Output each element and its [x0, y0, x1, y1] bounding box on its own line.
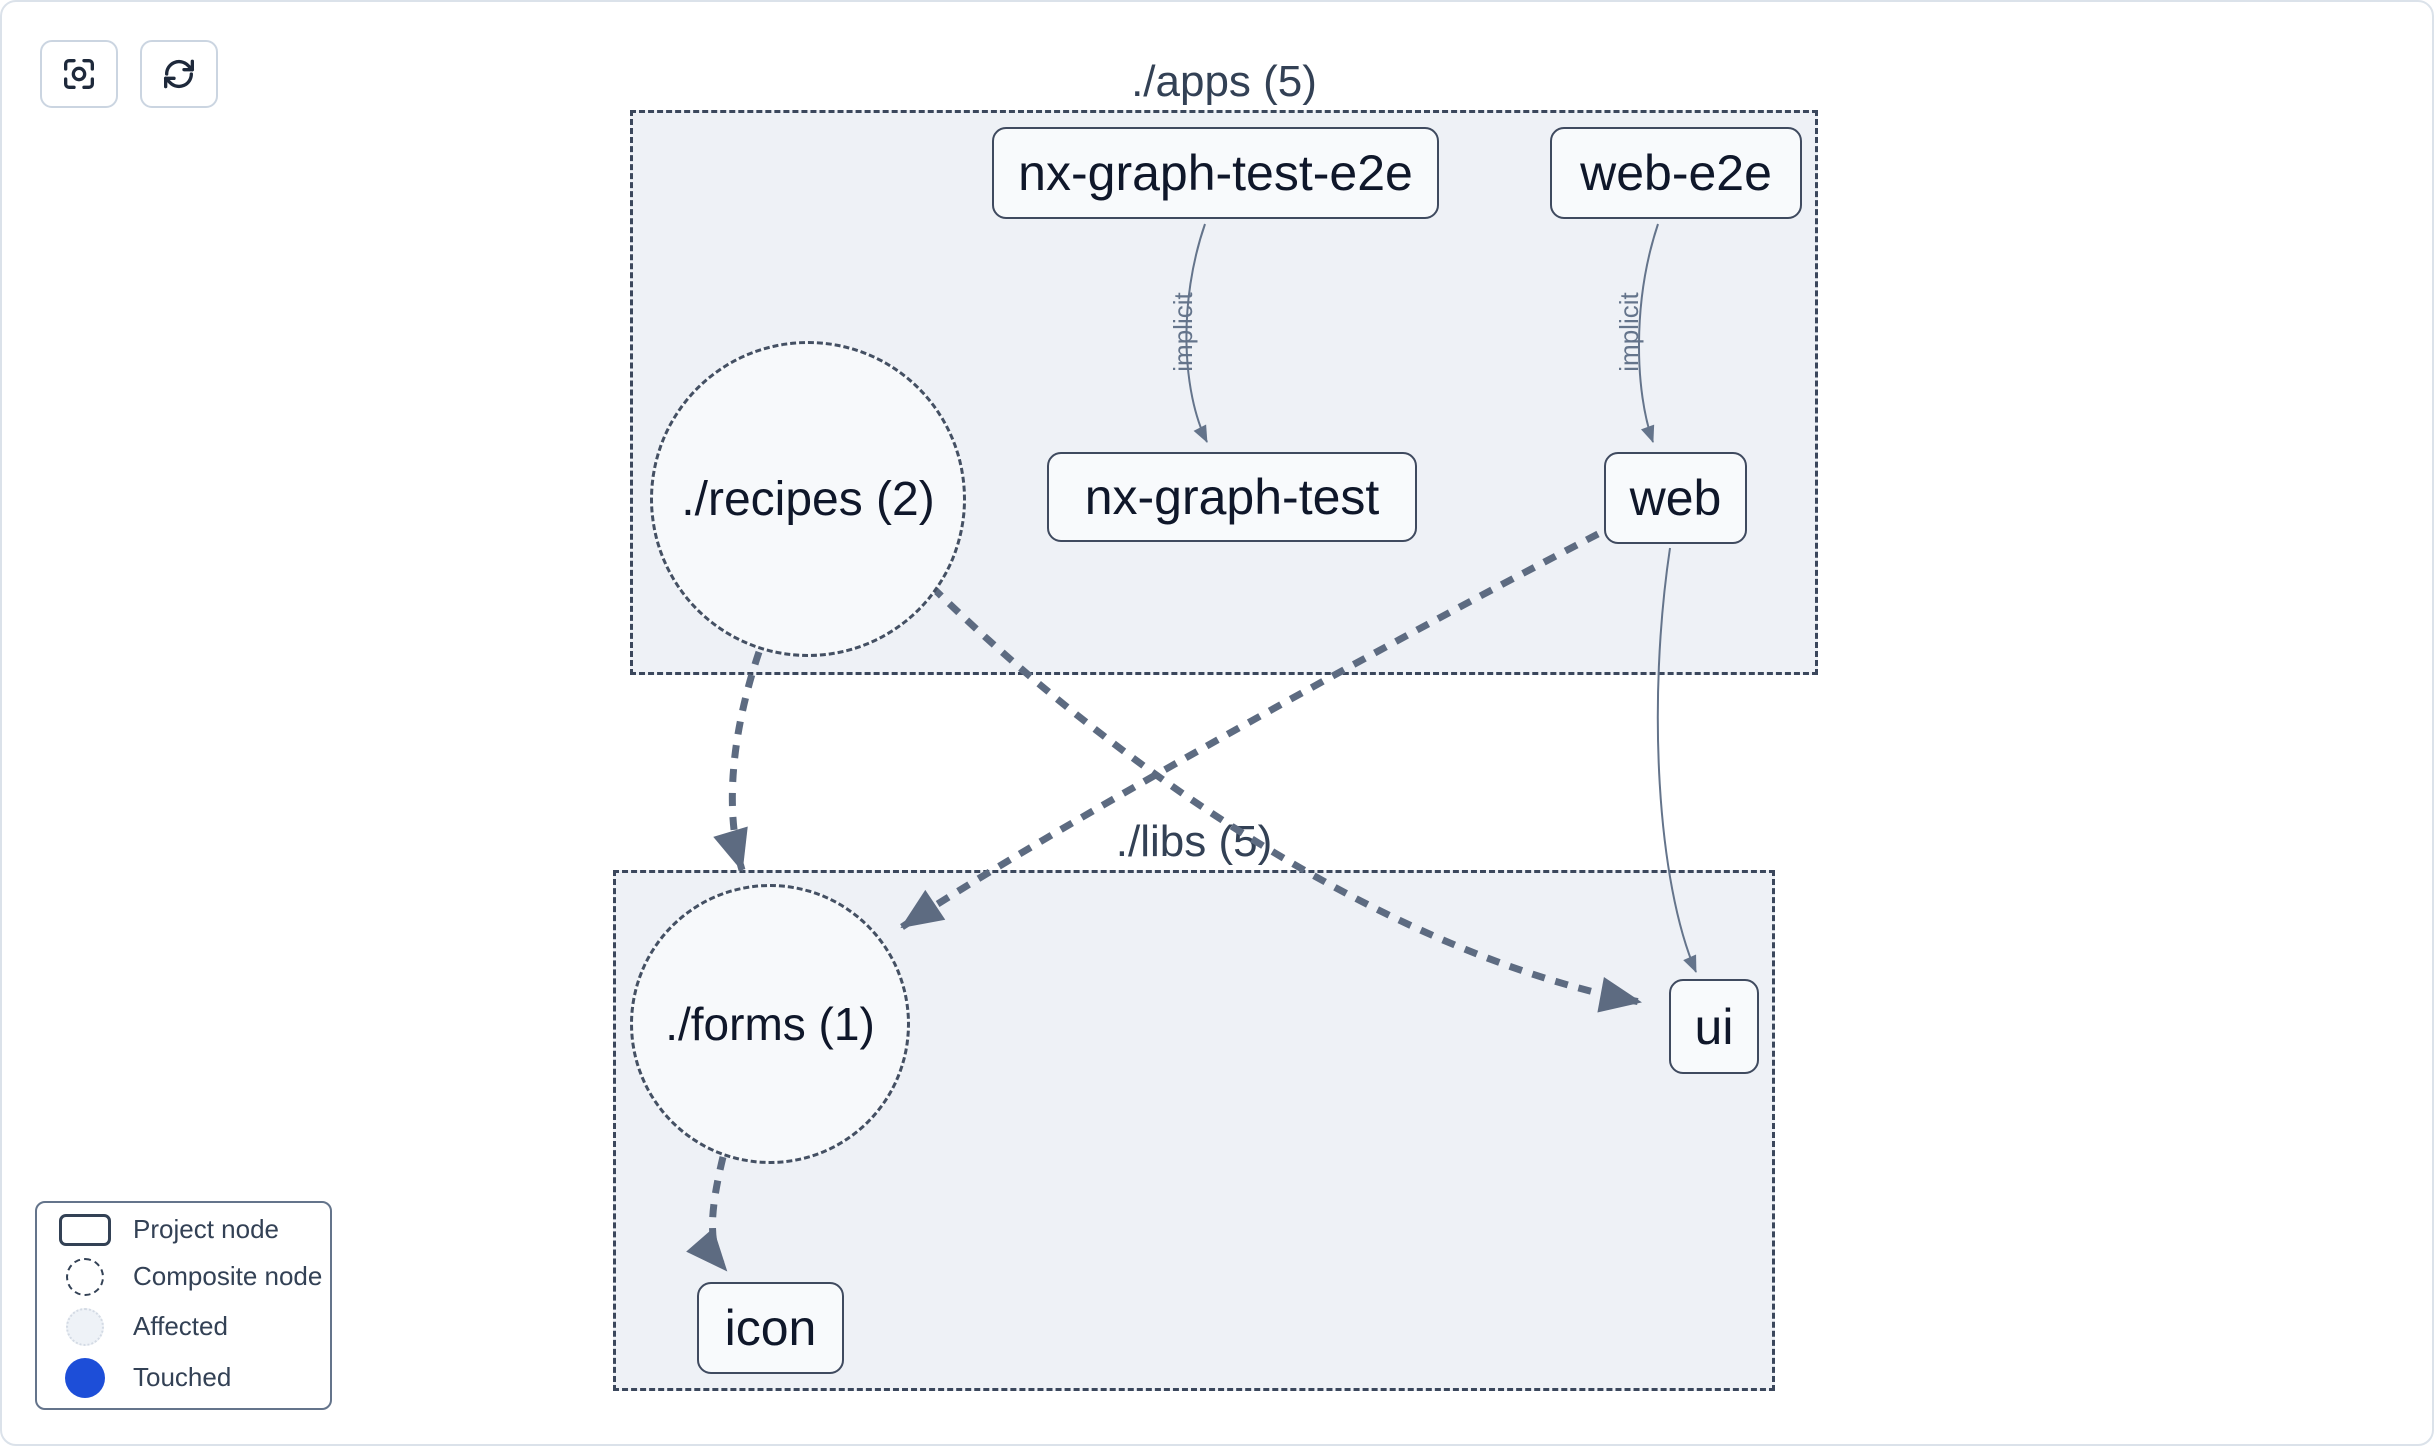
project-node-nx-graph-test-e2e[interactable]: nx-graph-test-e2e	[992, 127, 1439, 219]
project-node-glyph	[37, 1213, 133, 1246]
project-node-web-e2e[interactable]: web-e2e	[1550, 127, 1802, 219]
legend-label: Touched	[133, 1362, 232, 1392]
composite-node-recipes[interactable]: ./recipes (2)	[650, 341, 966, 657]
project-node-ui[interactable]: ui	[1669, 979, 1759, 1074]
project-node-nx-graph-test[interactable]: nx-graph-test	[1047, 452, 1417, 542]
legend-label: Affected	[133, 1311, 228, 1341]
project-node-label: ui	[1694, 998, 1734, 1055]
focus-icon	[64, 59, 95, 90]
legend-label: Project node	[133, 1214, 279, 1244]
project-node-icon[interactable]: icon	[697, 1282, 844, 1374]
group-apps-label[interactable]: ./apps (5)	[1131, 57, 1317, 106]
touched-glyph	[37, 1357, 133, 1398]
legend-row-touched: Touched	[37, 1357, 330, 1398]
project-node-label: web	[1629, 470, 1722, 526]
composite-node-recipes-label: ./recipes (2)	[681, 472, 935, 526]
affected-glyph	[37, 1307, 133, 1346]
focus-button[interactable]	[40, 40, 118, 108]
legend-row-composite-node: Composite node	[37, 1257, 330, 1296]
project-node-label: web-e2e	[1580, 145, 1772, 201]
legend-label: Composite node	[133, 1261, 323, 1291]
group-libs-label[interactable]: ./libs (5)	[1115, 817, 1273, 866]
project-node-web[interactable]: web	[1604, 452, 1747, 544]
refresh-button[interactable]	[140, 40, 218, 108]
legend: Project node Composite node Affected Tou…	[35, 1201, 332, 1410]
toolbar	[40, 40, 218, 108]
legend-row-project-node: Project node	[37, 1213, 330, 1246]
composite-node-forms-label: ./forms (1)	[665, 998, 875, 1050]
project-node-label: nx-graph-test	[1084, 469, 1380, 525]
project-node-label: nx-graph-test-e2e	[1018, 145, 1413, 201]
composite-node-forms[interactable]: ./forms (1)	[630, 884, 910, 1164]
legend-row-affected: Affected	[37, 1307, 330, 1346]
project-node-label: icon	[724, 1300, 817, 1356]
refresh-icon	[164, 59, 194, 89]
composite-node-glyph	[37, 1257, 133, 1296]
